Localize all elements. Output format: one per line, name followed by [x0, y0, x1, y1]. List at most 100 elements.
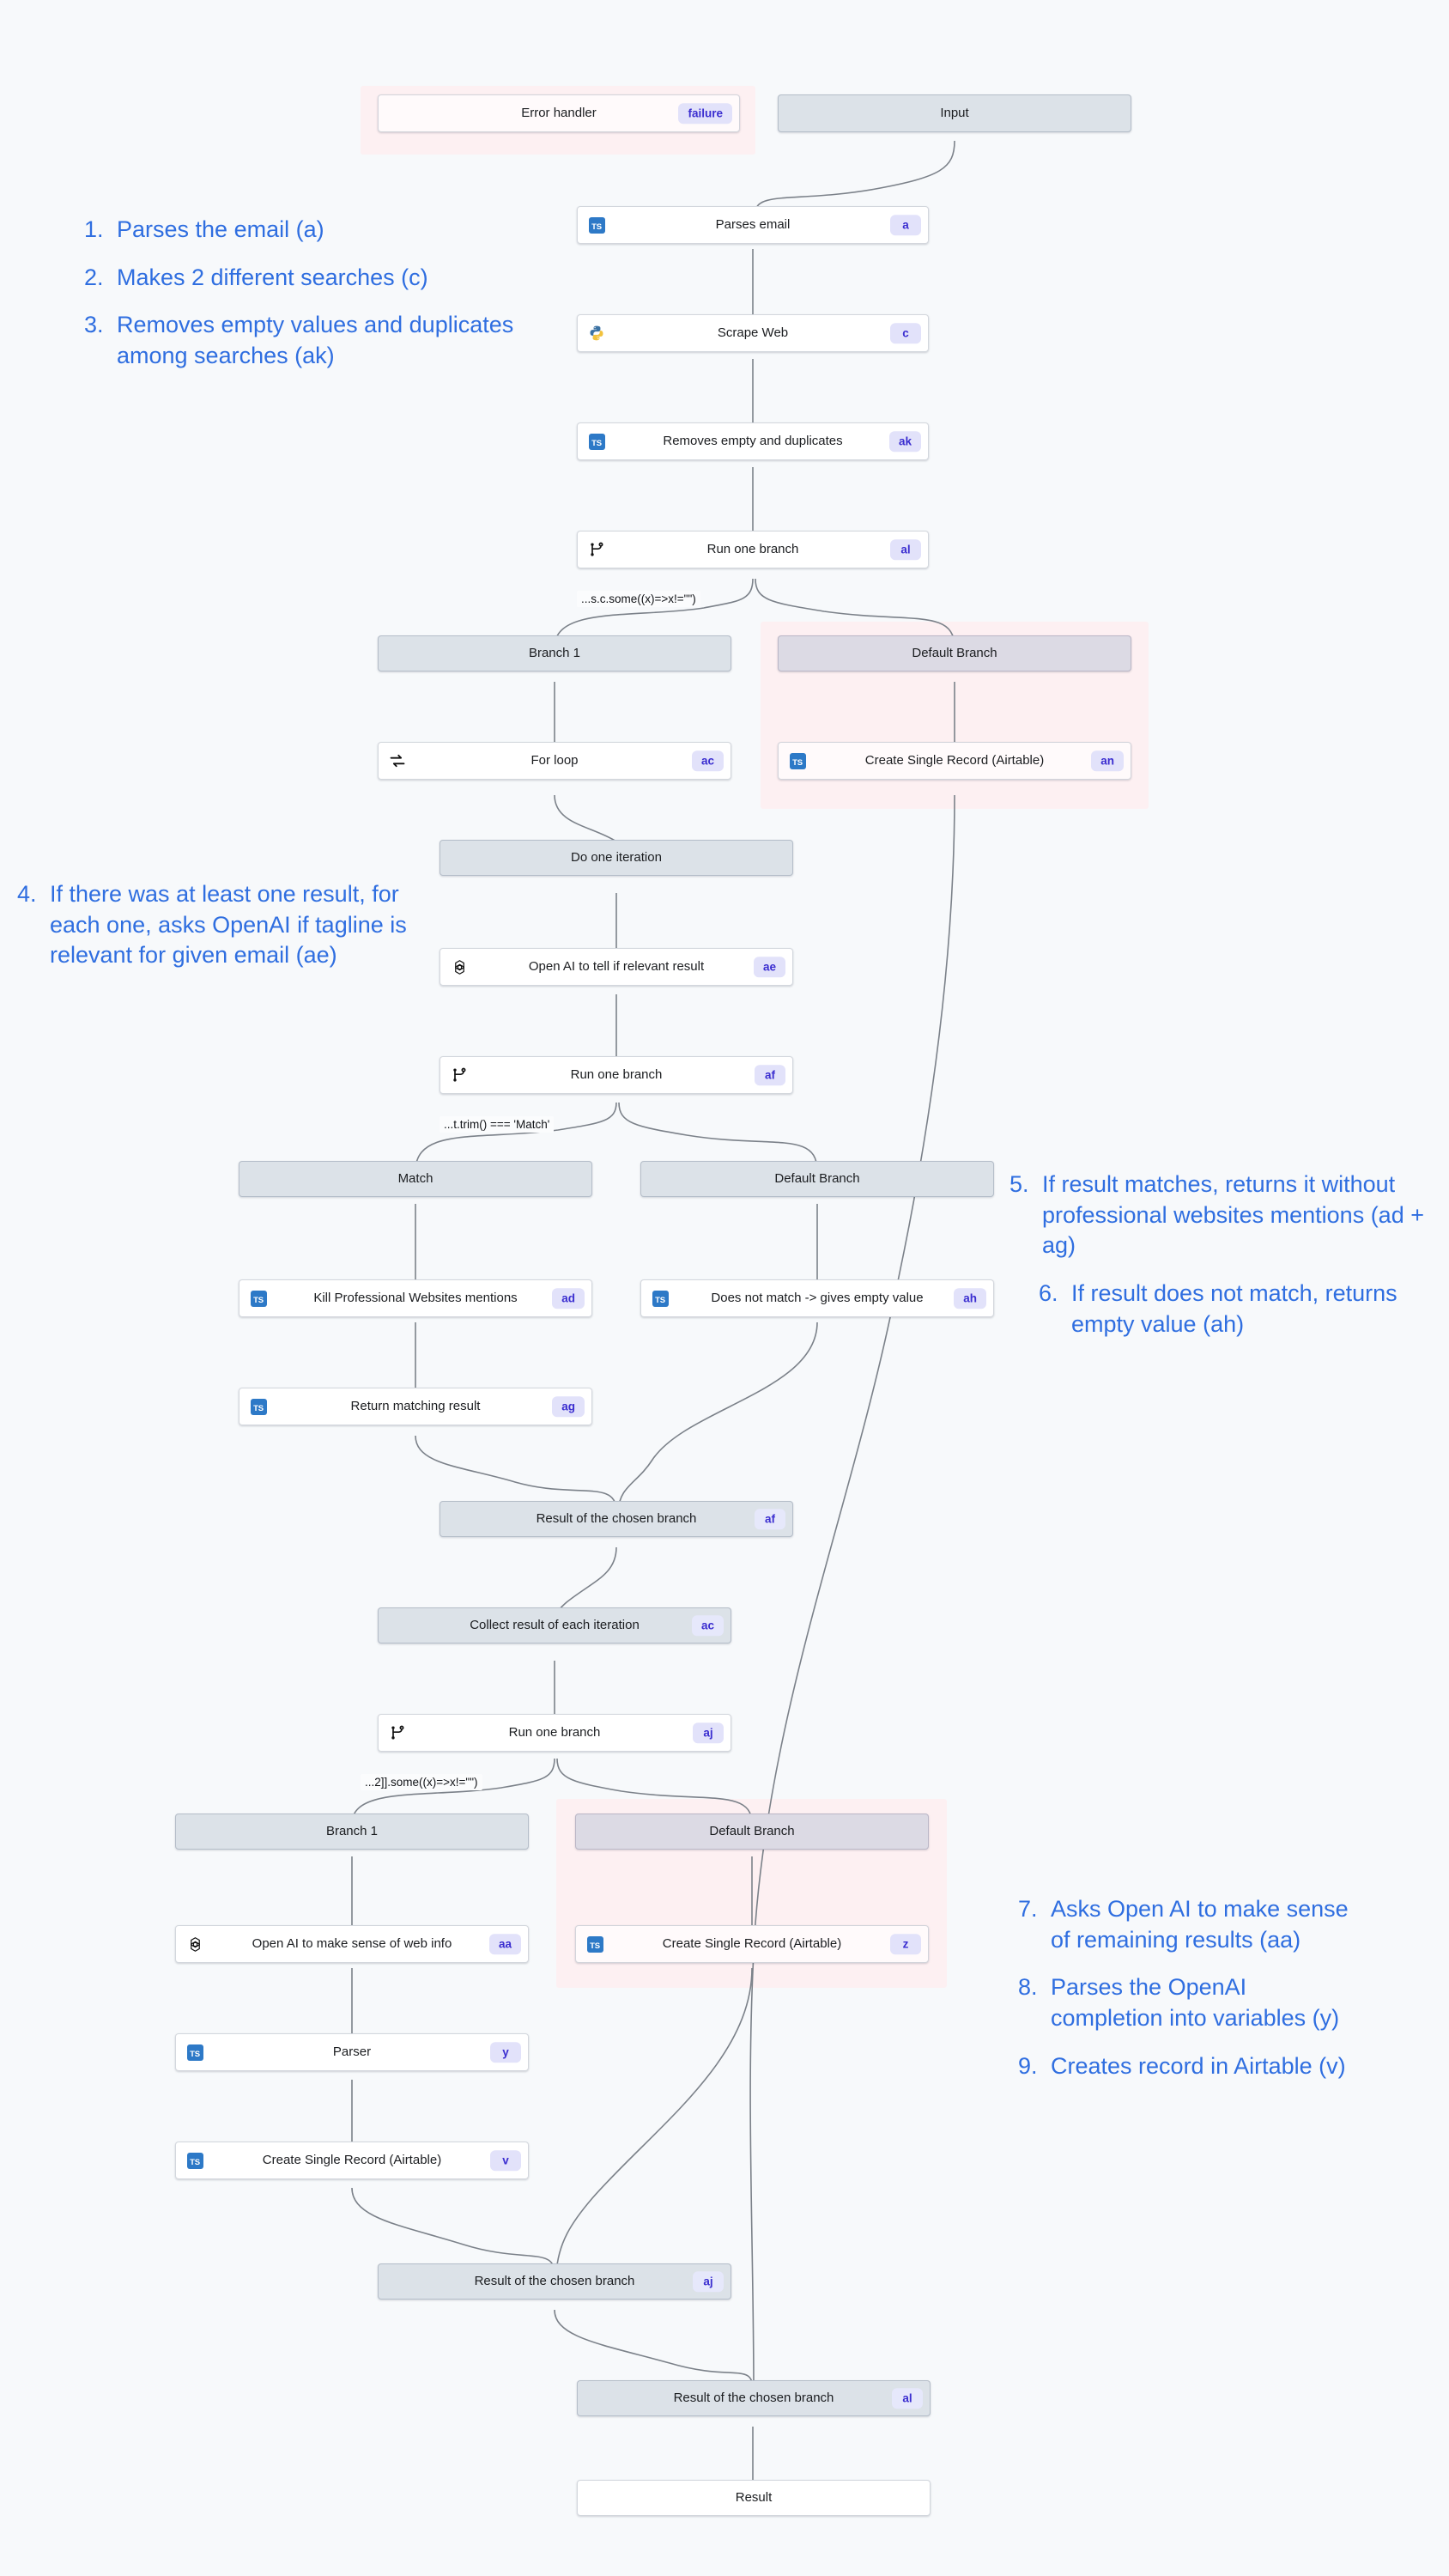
openai-icon: [450, 957, 469, 976]
node-tag: aj: [693, 1722, 724, 1743]
node-parser[interactable]: TS Parser y: [175, 2033, 529, 2071]
node-scrape-web[interactable]: Scrape Web c: [577, 314, 929, 352]
node-create-single-record-v[interactable]: TS Create Single Record (Airtable) v: [175, 2142, 529, 2179]
annotation-item: 1. Parses the email (a): [84, 215, 530, 246]
annotation-item: 8. Parses the OpenAI completion into var…: [1018, 1972, 1361, 2033]
node-do-one-iteration[interactable]: Do one iteration: [440, 840, 793, 876]
node-default-branch-top[interactable]: Default Branch: [778, 635, 1131, 671]
annotation-list-left-top: 1. Parses the email (a) 2. Makes 2 diffe…: [84, 215, 530, 389]
condition-label-aj: ...2]].some((x)=>x!=""): [361, 1774, 482, 1790]
typescript-icon: TS: [249, 1397, 268, 1416]
node-label: Result of the chosen branch: [673, 2391, 834, 2406]
node-label: Run one branch: [706, 542, 799, 557]
annotation-number: 1.: [84, 216, 104, 242]
annotation-number: 9.: [1018, 2052, 1038, 2079]
annotation-text: Asks Open AI to make sense of remaining …: [1051, 1896, 1349, 1953]
node-default-branch-mid[interactable]: Default Branch: [640, 1161, 994, 1197]
node-result-chosen-branch-al[interactable]: Result of the chosen branch al: [577, 2380, 931, 2416]
node-does-not-match[interactable]: TS Does not match -> gives empty value a…: [640, 1279, 994, 1317]
node-openai-relevant-result[interactable]: Open AI to tell if relevant result ae: [440, 948, 793, 986]
node-tag: al: [892, 2388, 923, 2409]
node-label: Create Single Record (Airtable): [864, 753, 1045, 769]
branch-icon: [388, 1723, 407, 1742]
annotation-item: 9. Creates record in Airtable (v): [1018, 2051, 1361, 2082]
node-label: Parses email: [715, 217, 791, 233]
annotation-item: 3. Removes empty values and duplicates a…: [84, 310, 530, 371]
annotation-number: 8.: [1018, 1974, 1038, 2001]
annotation-text: Parses the email (a): [117, 216, 324, 242]
typescript-icon: TS: [585, 1935, 604, 1953]
annotation-number: 7.: [1018, 1896, 1038, 1922]
annotation-text: Makes 2 different searches (c): [117, 264, 428, 290]
node-label: Kill Professional Websites mentions: [313, 1291, 518, 1306]
node-label: Branch 1: [528, 646, 581, 661]
node-label: Do one iteration: [571, 850, 662, 866]
node-tag: ah: [954, 1288, 986, 1309]
annotation-number: 4.: [17, 881, 37, 907]
node-input[interactable]: Input: [778, 94, 1131, 132]
node-match[interactable]: Match: [239, 1161, 592, 1197]
node-label: Run one branch: [570, 1067, 663, 1083]
node-parses-email[interactable]: TS Parses email a: [577, 206, 929, 244]
node-label: Scrape Web: [717, 325, 789, 341]
node-error-handler[interactable]: Error handler failure: [378, 94, 740, 132]
node-label: Open AI to make sense of web info: [252, 1936, 452, 1952]
condition-label-al: ...s.c.some((x)=>x!=""): [577, 591, 700, 607]
node-result-chosen-branch-aj[interactable]: Result of the chosen branch aj: [378, 2263, 731, 2300]
node-label: Create Single Record (Airtable): [262, 2153, 442, 2168]
node-label: Default Branch: [774, 1171, 860, 1187]
annotation-text: Creates record in Airtable (v): [1051, 2052, 1346, 2079]
node-label: Branch 1: [325, 1824, 379, 1839]
node-label: Create Single Record (Airtable): [662, 1936, 842, 1952]
annotation-number: 5.: [1009, 1171, 1029, 1197]
node-label: Default Branch: [912, 646, 997, 661]
node-label: Default Branch: [709, 1824, 795, 1839]
node-branch-1-top[interactable]: Branch 1: [378, 635, 731, 671]
node-create-single-record-an[interactable]: TS Create Single Record (Airtable) an: [778, 742, 1131, 780]
annotation-text: If result matches, returns it without pr…: [1042, 1171, 1424, 1259]
node-label: Does not match -> gives empty value: [711, 1291, 924, 1306]
branch-icon: [587, 540, 606, 559]
node-run-one-branch-al[interactable]: Run one branch al: [577, 531, 929, 568]
node-tag: y: [490, 2042, 521, 2063]
node-result[interactable]: Result: [577, 2480, 931, 2516]
node-label: Parser: [332, 2044, 372, 2060]
node-label: Removes empty and duplicates: [663, 434, 843, 449]
node-collect-result[interactable]: Collect result of each iteration ac: [378, 1607, 731, 1643]
annotation-item: 6. If result does not match, returns emp…: [1039, 1279, 1435, 1340]
node-tag: ac: [691, 1615, 724, 1636]
node-label: Result of the chosen branch: [536, 1511, 697, 1527]
node-tag: v: [490, 2150, 521, 2171]
node-label: Return matching result: [350, 1399, 481, 1414]
node-branch-1-bottom[interactable]: Branch 1: [175, 1814, 529, 1850]
node-kill-professional-websites-mentions[interactable]: TS Kill Professional Websites mentions a…: [239, 1279, 592, 1317]
python-icon: [587, 324, 606, 343]
node-run-one-branch-aj[interactable]: Run one branch aj: [378, 1714, 731, 1752]
node-run-one-branch-af[interactable]: Run one branch af: [440, 1056, 793, 1094]
node-label: For loop: [530, 753, 579, 769]
node-label: Run one branch: [508, 1725, 601, 1741]
annotation-item: 7. Asks Open AI to make sense of remaini…: [1018, 1894, 1361, 1955]
annotation-text: If there was at least one result, for ea…: [50, 881, 407, 969]
annotation-number: 3.: [84, 312, 104, 338]
annotation-text: Parses the OpenAI completion into variab…: [1051, 1974, 1340, 2031]
node-label: Collect result of each iteration: [470, 1618, 640, 1633]
condition-label-af: ...t.trim() === 'Match': [440, 1116, 555, 1133]
annotation-item: 5. If result matches, returns it without…: [1009, 1170, 1435, 1261]
node-tag: c: [890, 323, 921, 343]
node-create-single-record-z[interactable]: TS Create Single Record (Airtable) z: [575, 1925, 929, 1963]
annotation-list-right-bottom: 7. Asks Open AI to make sense of remaini…: [1018, 1894, 1361, 2099]
node-tag: af: [755, 1509, 785, 1529]
typescript-icon: TS: [587, 432, 606, 451]
node-openai-make-sense[interactable]: Open AI to make sense of web info aa: [175, 1925, 529, 1963]
node-removes-empty-duplicates[interactable]: TS Removes empty and duplicates ak: [577, 422, 929, 460]
node-tag: z: [890, 1934, 921, 1954]
node-return-matching-result[interactable]: TS Return matching result ag: [239, 1388, 592, 1425]
node-for-loop[interactable]: For loop ac: [378, 742, 731, 780]
typescript-icon: TS: [587, 216, 606, 234]
node-tag: ad: [552, 1288, 585, 1309]
node-tag: ac: [691, 750, 724, 771]
node-default-branch-bottom[interactable]: Default Branch: [575, 1814, 929, 1850]
node-result-chosen-branch-af[interactable]: Result of the chosen branch af: [440, 1501, 793, 1537]
